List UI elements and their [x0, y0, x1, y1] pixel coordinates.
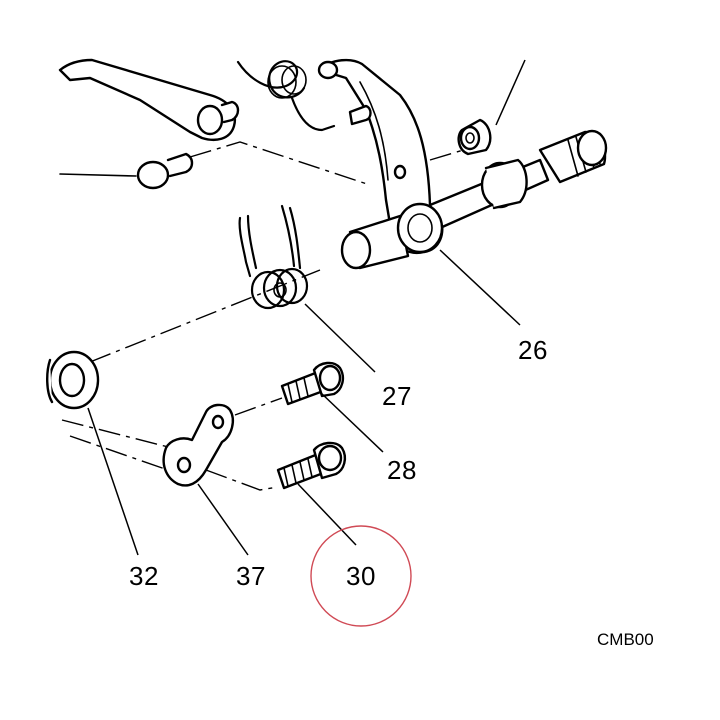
highlight-circle: [310, 525, 412, 627]
callout-27: 27: [382, 381, 412, 411]
main-shaft: [340, 129, 608, 270]
drawing-code: CMB00: [597, 630, 654, 649]
lever-arm: [58, 58, 240, 141]
callout-26: 26: [518, 335, 548, 365]
leader-lines: [87, 59, 526, 556]
washer: [46, 350, 100, 410]
link-plate: [162, 403, 234, 487]
callout-28: 28: [387, 455, 417, 485]
callout-32: 32: [129, 561, 159, 591]
nut: [457, 118, 492, 156]
callout-30: 30: [346, 561, 376, 591]
cap-pin: [59, 152, 194, 190]
top-spring: [236, 60, 336, 132]
screw-lower: [276, 441, 347, 490]
torsion-spring: [238, 204, 309, 310]
screw-upper: [280, 361, 345, 406]
assembly-lines: [61, 141, 471, 491]
callout-37: 37: [236, 561, 266, 591]
